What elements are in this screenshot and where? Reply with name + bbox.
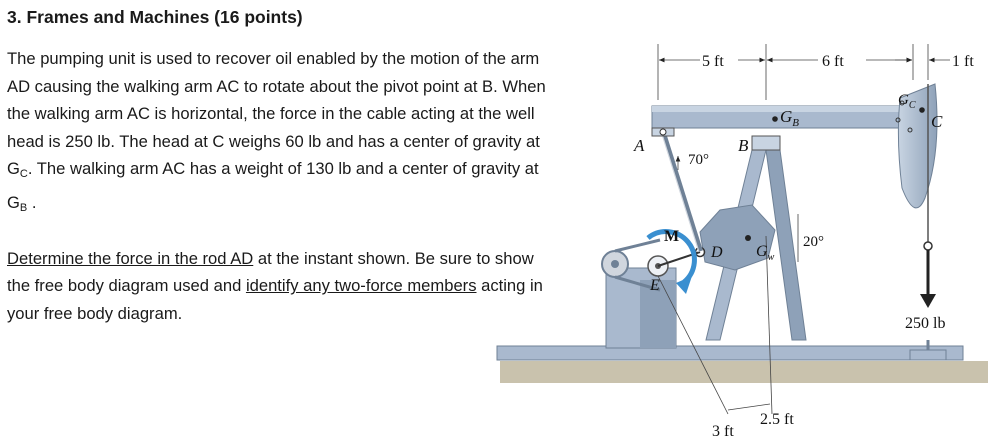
gw-dot <box>745 235 751 241</box>
force-label-250lb: 250 lb <box>905 315 945 332</box>
label-B: B <box>738 136 749 155</box>
wellhead <box>909 349 947 361</box>
head-bolt-3 <box>907 127 913 133</box>
label-GB: GB <box>780 107 799 129</box>
ext-line-2-5ft <box>765 235 773 415</box>
instruction-part-2: at the instant shown. Be sure to show th… <box>7 248 534 296</box>
label-GC: GC <box>898 92 916 111</box>
label-A: A <box>633 136 645 155</box>
instruction-underlined-1: Determine the force in the rod AD <box>7 248 254 268</box>
label-Gw: Gw <box>756 243 775 263</box>
counterweight <box>699 204 776 271</box>
angle-20: 20° <box>803 234 824 250</box>
angle-70: 70° <box>688 152 709 168</box>
samson-post-right <box>765 149 807 341</box>
head-bolt-2 <box>895 117 901 123</box>
dim-5ft: 5 ft <box>702 53 724 70</box>
instruction-underlined-2: identify any two-force members <box>245 276 477 296</box>
label-E: E <box>649 277 660 294</box>
label-C: C <box>931 112 943 131</box>
dim-6ft: 6 ft <box>822 53 844 70</box>
rod-AD-highlight <box>660 130 700 253</box>
ext-line-3ft <box>657 275 729 415</box>
walking-beam-top <box>652 106 910 112</box>
head-bolt-1 <box>899 100 905 106</box>
problem-instructions: Determine the force in the rod AD at the… <box>7 228 559 344</box>
pin-A <box>659 128 667 136</box>
dim-3ft-line <box>727 403 771 411</box>
gearbox-stand-shade <box>640 280 676 348</box>
dim-1ft: 1 ft <box>952 53 974 70</box>
instruction-part-4: acting in your free body diagram. <box>7 276 543 323</box>
problem-statement: The pumping unit is used to recover oil … <box>7 45 559 223</box>
gc-subscript: C <box>19 168 28 181</box>
cable-clamp <box>923 241 933 251</box>
label-M: M <box>664 228 679 245</box>
moment-arrowhead <box>676 276 692 294</box>
pumping-unit-figure: 5 ft 6 ft 1 ft 3 ft 2.5 ft 70° 20° A B C… <box>496 44 988 440</box>
label-D: D <box>710 244 723 261</box>
gb-dot <box>772 116 778 122</box>
gb-subscript: B <box>19 201 28 214</box>
force-arrowhead <box>920 294 936 308</box>
statement-part-3: . <box>27 192 37 212</box>
statement-part-2: . The walking arm AC has a weight of 130… <box>7 159 539 212</box>
motor-pulley-hub <box>611 260 619 268</box>
moment-arrow-M <box>646 229 697 284</box>
dim-2-5ft: 2.5 ft <box>760 411 794 428</box>
pivot-bearing-B <box>751 135 781 151</box>
drive-belt <box>614 238 661 292</box>
statement-part-1: The pumping unit is used to recover oil … <box>7 49 546 179</box>
base-slab <box>496 345 964 361</box>
dim-3ft: 3 ft <box>712 423 734 440</box>
problem-title: 3. Frames and Machines (16 points) <box>7 7 303 27</box>
ground <box>500 361 988 383</box>
rod-AD <box>661 129 703 252</box>
gc-dot <box>919 107 925 113</box>
